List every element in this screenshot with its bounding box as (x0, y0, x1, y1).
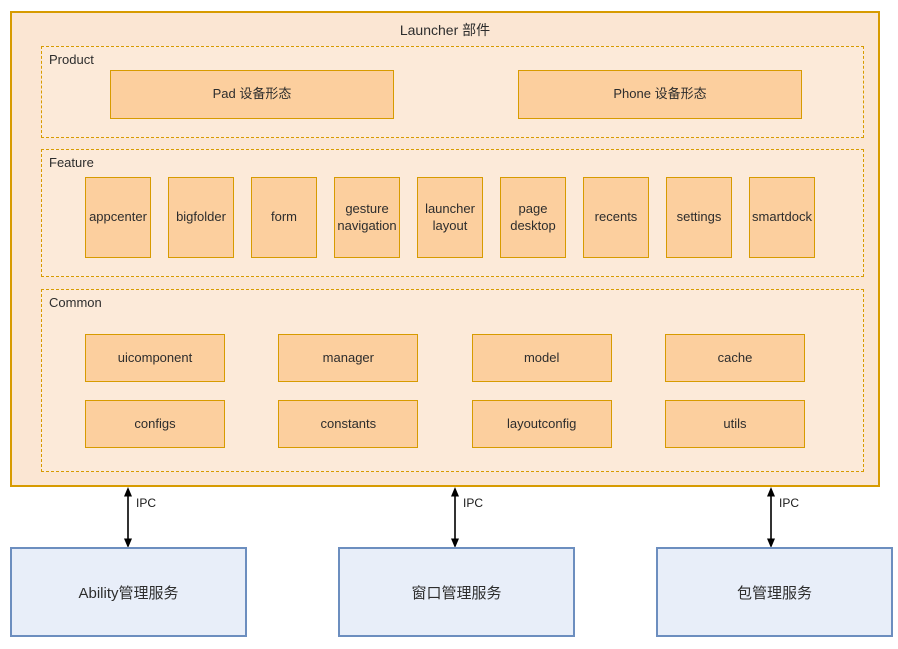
node-configs: configs (85, 400, 225, 448)
node-settings: settings (666, 177, 732, 258)
node-launcher-layout: launcher layout (417, 177, 483, 258)
node-phone-device: Phone 设备形态 (518, 70, 802, 119)
feature-section-label: Feature (49, 155, 94, 170)
node-constants: constants (278, 400, 419, 448)
launcher-title: Launcher 部件 (399, 22, 491, 38)
node-uicomponent: uicomponent (85, 334, 225, 382)
ipc-arrow-icon (451, 487, 459, 548)
common-section-label: Common (49, 295, 102, 310)
ipc-label: IPC (463, 496, 484, 510)
service-window-manager: 窗口管理服务 (338, 547, 575, 637)
node-bigfolder: bigfolder (168, 177, 234, 258)
node-cache: cache (664, 334, 805, 382)
product-section: Product Pad 设备形态 Phone 设备形态 (41, 46, 864, 138)
node-layoutconfig: layoutconfig (471, 400, 612, 448)
ipc-label: IPC (136, 496, 157, 510)
feature-section: Feature appcenter bigfolder form gesture… (41, 149, 864, 277)
ipc-arrow-icon (124, 487, 132, 548)
node-appcenter: appcenter (85, 177, 151, 258)
node-page-desktop: page desktop (500, 177, 566, 258)
feature-node-row: appcenter bigfolder form gesture navigat… (85, 177, 815, 258)
node-manager: manager (278, 334, 419, 382)
node-smartdock: smartdock (749, 177, 815, 258)
common-node-row: uicomponent manager model cache (85, 334, 805, 382)
service-package-manager: 包管理服务 (656, 547, 893, 637)
node-pad-device: Pad 设备形态 (110, 70, 394, 119)
launcher-component-container: Launcher 部件 Product Pad 设备形态 Phone 设备形态 … (10, 11, 880, 487)
node-model: model (471, 334, 612, 382)
common-section: Common uicomponent manager model cache c… (41, 289, 864, 472)
node-form: form (251, 177, 317, 258)
service-ability-manager: Ability管理服务 (10, 547, 247, 637)
common-node-row: configs constants layoutconfig utils (85, 400, 805, 448)
node-recents: recents (583, 177, 649, 258)
product-section-label: Product (49, 52, 94, 67)
ipc-arrow-icon (767, 487, 775, 548)
ipc-label: IPC (779, 496, 800, 510)
node-gesture-navigation: gesture navigation (334, 177, 400, 258)
node-utils: utils (664, 400, 805, 448)
